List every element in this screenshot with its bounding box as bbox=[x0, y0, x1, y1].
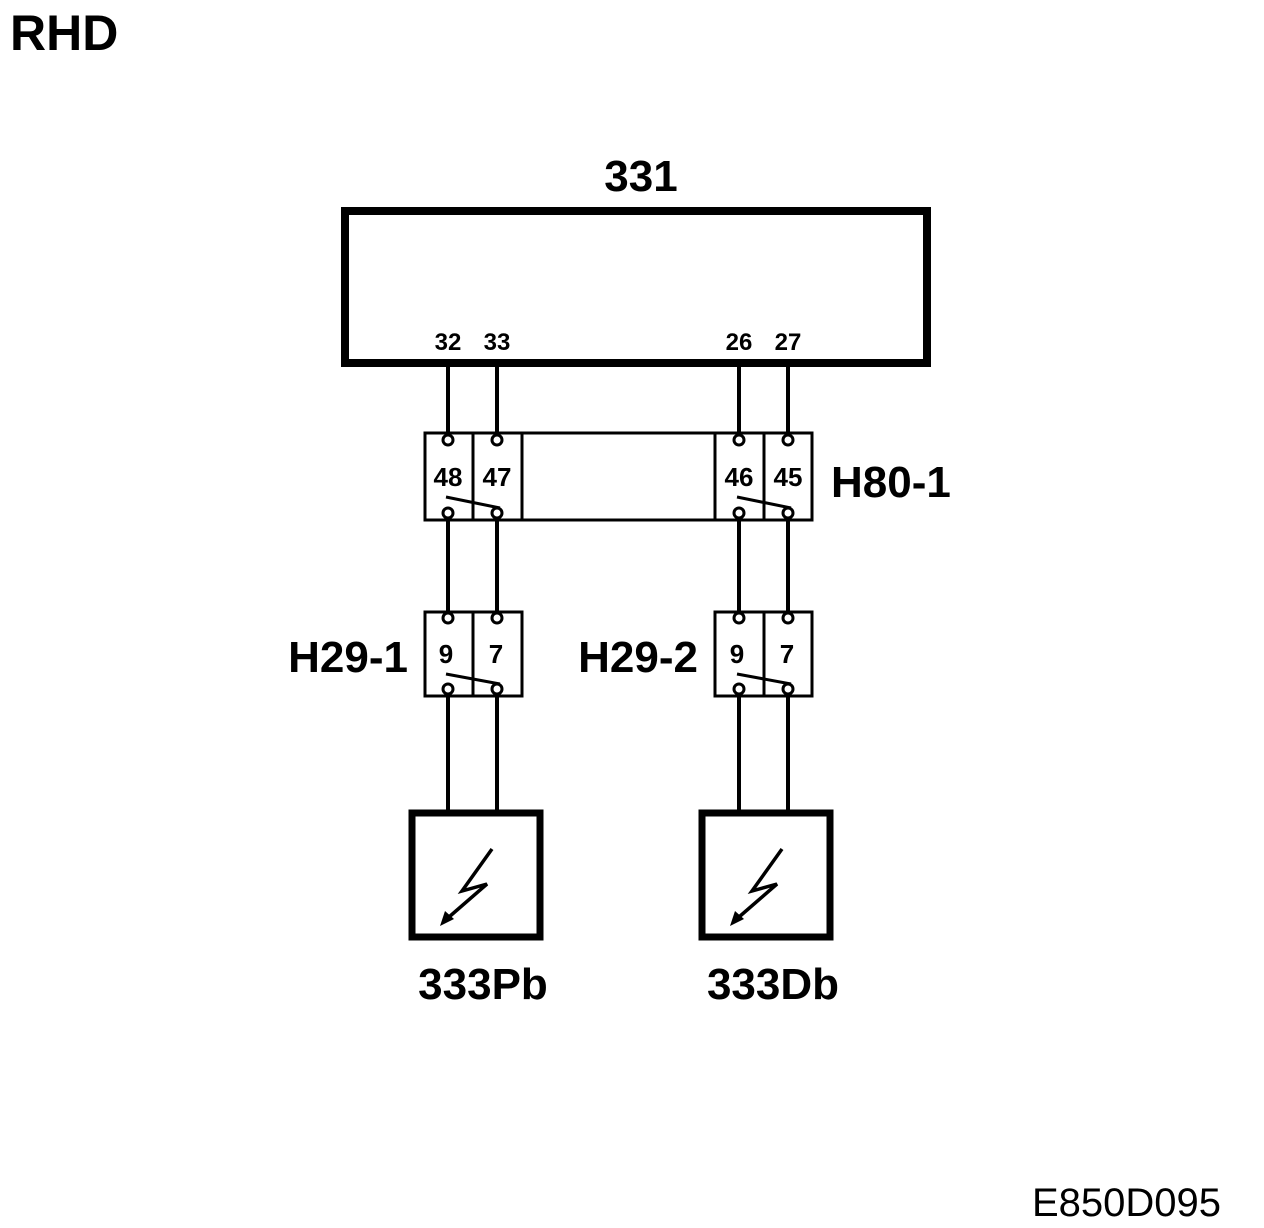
pin-7: 7 bbox=[780, 639, 794, 669]
connector-h29-2: 9 7 bbox=[713, 610, 814, 698]
sensor-left bbox=[408, 809, 544, 941]
sensor-left-label: 333Pb bbox=[418, 960, 548, 1009]
connector-h80-label: H80-1 bbox=[831, 458, 951, 507]
pin-9: 9 bbox=[730, 639, 744, 669]
terminal-icon bbox=[732, 682, 746, 696]
connector-h29-1-label: H29-1 bbox=[288, 633, 408, 682]
terminal-icon bbox=[732, 433, 746, 447]
terminal-icon bbox=[732, 611, 746, 625]
lightning-icon bbox=[440, 847, 494, 926]
terminal-icon bbox=[441, 506, 455, 520]
module-pin-32: 32 bbox=[435, 329, 462, 356]
module-box bbox=[341, 207, 931, 367]
module-pin-33: 33 bbox=[484, 329, 511, 356]
terminal-icon bbox=[441, 433, 455, 447]
module-pin-27: 27 bbox=[775, 329, 802, 356]
terminal-icon bbox=[441, 611, 455, 625]
pin-9: 9 bbox=[439, 639, 453, 669]
connector-h29-1: 9 7 bbox=[423, 610, 524, 698]
sensor-right bbox=[698, 809, 834, 941]
terminal-icon bbox=[781, 506, 795, 520]
terminal-icon bbox=[490, 682, 504, 696]
lightning-icon bbox=[730, 847, 784, 926]
pin-48: 48 bbox=[434, 462, 463, 492]
terminal-icon bbox=[490, 433, 504, 447]
sensor-box bbox=[698, 809, 834, 941]
terminal-icon bbox=[490, 506, 504, 520]
terminal-icon bbox=[732, 506, 746, 520]
terminal-icon bbox=[490, 611, 504, 625]
shield-link bbox=[445, 495, 501, 510]
sensor-box bbox=[408, 809, 544, 941]
connector-h29-2-label: H29-2 bbox=[578, 633, 698, 682]
pin-47: 47 bbox=[483, 462, 512, 492]
shield-link bbox=[736, 672, 792, 686]
corner-label: RHD bbox=[10, 5, 118, 61]
terminal-icon bbox=[781, 611, 795, 625]
pin-7: 7 bbox=[489, 639, 503, 669]
wires bbox=[446, 367, 790, 812]
shield-link bbox=[736, 495, 792, 510]
module-label: 331 bbox=[604, 152, 677, 201]
sensor-right-label: 333Db bbox=[707, 960, 839, 1009]
module-pin-26: 26 bbox=[726, 329, 753, 356]
shield-link bbox=[445, 672, 501, 686]
diagram-id: E850D095 bbox=[1032, 1181, 1221, 1225]
pin-45: 45 bbox=[774, 462, 803, 492]
connector-h80-1: 48 47 46 45 bbox=[423, 431, 814, 522]
terminal-icon bbox=[781, 433, 795, 447]
terminal-icon bbox=[781, 682, 795, 696]
pin-46: 46 bbox=[725, 462, 754, 492]
terminal-icon bbox=[441, 682, 455, 696]
